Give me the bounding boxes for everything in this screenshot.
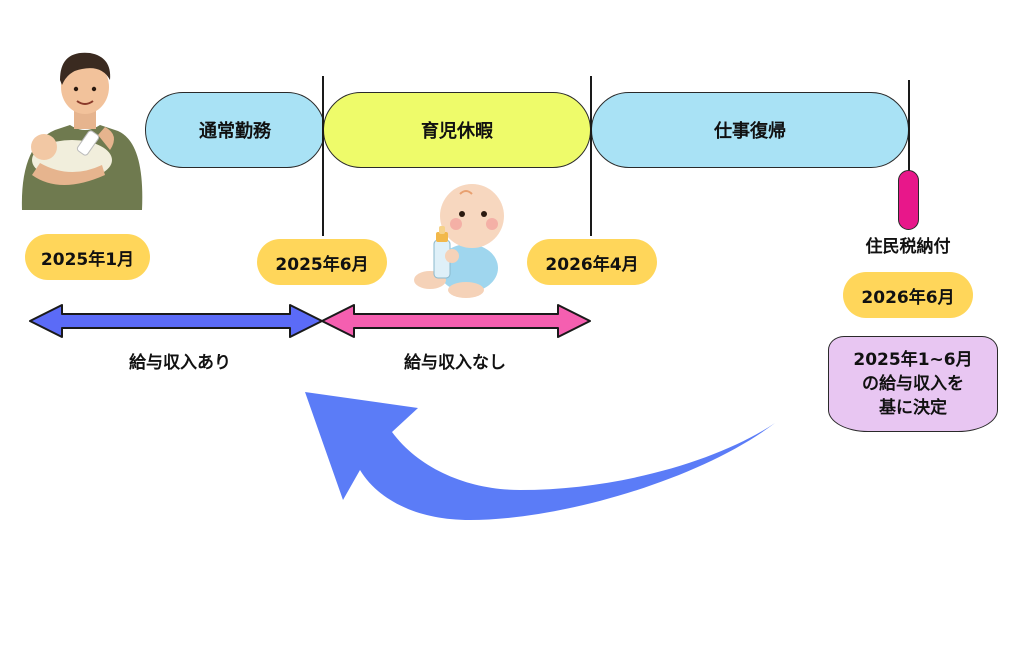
date-label: 2025年6月 [275, 254, 369, 275]
phase-return-label: 仕事復帰 [714, 121, 786, 142]
tax-basis-line: 基に決定 [879, 398, 947, 418]
phase-leave: 育児休暇 [323, 92, 591, 168]
tax-basis-box: 2025年1~6月 の給与収入を 基に決定 [828, 336, 998, 432]
father-feeding-baby-icon [21, 52, 143, 210]
tax-basis-line: の給与収入を [862, 374, 964, 394]
date-badge: 2025年1月 [25, 234, 150, 280]
tax-payment-marker [898, 170, 919, 230]
income-label: 給与収入あり [129, 353, 231, 373]
phase-leave-label: 育児休暇 [421, 121, 493, 142]
date-label: 2026年4月 [545, 254, 639, 275]
divider-line [590, 76, 592, 236]
tax-payment-label: 住民税納付 [865, 237, 951, 257]
date-badge: 2025年6月 [257, 239, 387, 285]
tax-basis-line: 2025年1~6月 [853, 350, 973, 370]
no-income-label: 給与収入なし [404, 353, 506, 373]
date-label: 2026年6月 [861, 287, 955, 308]
date-badge: 2026年4月 [527, 239, 657, 285]
phase-work-label: 通常勤務 [199, 121, 271, 142]
date-label: 2025年1月 [40, 249, 135, 270]
divider-line [322, 76, 324, 236]
phase-return: 仕事復帰 [591, 92, 909, 168]
phase-work: 通常勤務 [145, 92, 325, 168]
baby-with-bottle-icon [414, 184, 504, 298]
date-badge: 2026年6月 [843, 272, 973, 318]
divider-line [908, 80, 910, 175]
